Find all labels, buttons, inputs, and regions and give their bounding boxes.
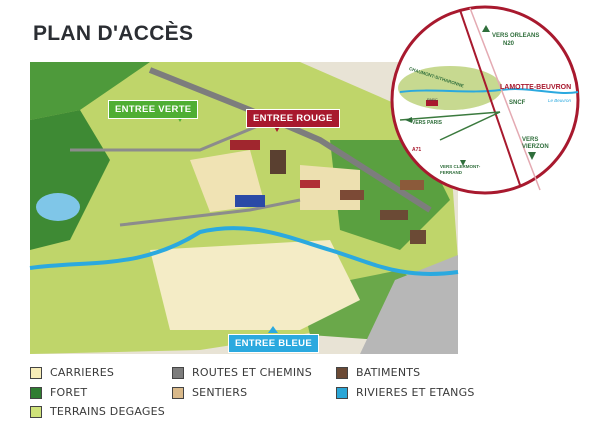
inset-label-a71: A71 <box>412 147 422 153</box>
legend-label: RIVIERES ET ETANGS <box>356 386 475 399</box>
legend-label: FORET <box>50 386 88 399</box>
building <box>300 180 320 188</box>
legend-swatch-sentiers <box>172 386 184 399</box>
legend-label: TERRAINS DEGAGES <box>50 405 165 418</box>
inset-label-n20: N20 <box>503 41 515 47</box>
road-2 <box>70 123 261 152</box>
arrow-icon-vierzon <box>528 152 536 160</box>
building <box>340 190 364 200</box>
river <box>29 226 459 276</box>
legend-swatch-batiments <box>336 366 348 379</box>
inset-label-vers-clermont: VERS CLERMONT-FERRAND <box>440 164 481 175</box>
inset-road-a71 <box>469 7 541 191</box>
road-area-lower-right <box>360 255 458 354</box>
building <box>410 230 426 244</box>
inset-parc-marker <box>426 100 438 106</box>
building <box>380 210 408 220</box>
arrow-icon-orleans <box>482 25 490 32</box>
legend-item-foret: FORET <box>30 386 87 399</box>
building <box>400 180 424 190</box>
callout-entree-rouge: ENTREE ROUGE <box>246 109 340 128</box>
legend-swatch-foret <box>30 386 42 399</box>
legend-swatch-routes <box>172 366 184 379</box>
inset-road-west <box>399 111 501 121</box>
building <box>230 140 260 150</box>
legend-swatch-terrains <box>30 405 42 418</box>
inset-label-vers-orleans: VERS ORLEANS <box>492 33 540 39</box>
inset-road-sw <box>439 111 501 141</box>
building <box>235 195 265 207</box>
legend-item-batiments: BATIMENTS <box>336 366 420 379</box>
building <box>270 150 286 174</box>
legend-item-terrains: TERRAINS DEGAGES <box>30 405 165 418</box>
road-3 <box>119 198 301 227</box>
inset-label-parc: PARC <box>427 97 438 102</box>
legend-swatch-carrieres <box>30 366 42 379</box>
legend-label: CARRIERES <box>50 366 115 379</box>
carriere-bottom <box>150 240 360 330</box>
pond <box>36 193 80 221</box>
callout-entree-bleue: ENTREE BLEUE <box>228 334 319 353</box>
forest-top <box>30 62 150 120</box>
inset-label-vers-vierzon: VERS VIERZON <box>522 137 549 150</box>
callout-entree-verte: ENTREE VERTE <box>108 100 199 119</box>
legend-label: ROUTES ET CHEMINS <box>192 366 312 379</box>
arrow-icon-clermont <box>460 160 466 166</box>
legend-label: BATIMENTS <box>356 366 421 379</box>
inset-label-lamotte: LAMOTTE-BEUVRON <box>500 84 572 91</box>
inset-label-vers-paris: VERS PARIS <box>412 120 442 126</box>
legend-swatch-rivieres <box>336 386 348 399</box>
legend-item-routes: ROUTES ET CHEMINS <box>172 366 312 379</box>
legend-item-sentiers: SENTIERS <box>172 386 247 399</box>
arrow-icon-paris <box>405 117 412 123</box>
inset-label-le-beuvron: Le Beuvron <box>548 98 572 103</box>
inset-label-sncf: SNCF <box>509 100 526 106</box>
inset-parc-area <box>398 66 502 110</box>
inset-road-n20 <box>459 9 521 186</box>
inset-river <box>399 88 579 94</box>
legend-item-rivieres: RIVIERES ET ETANGS <box>336 386 475 399</box>
page-title: PLAN D'ACCÈS <box>33 22 194 45</box>
callout-pointer-bleue <box>268 326 278 333</box>
legend-label: SENTIERS <box>192 386 248 399</box>
legend-item-carrieres: CARRIERES <box>30 366 114 379</box>
